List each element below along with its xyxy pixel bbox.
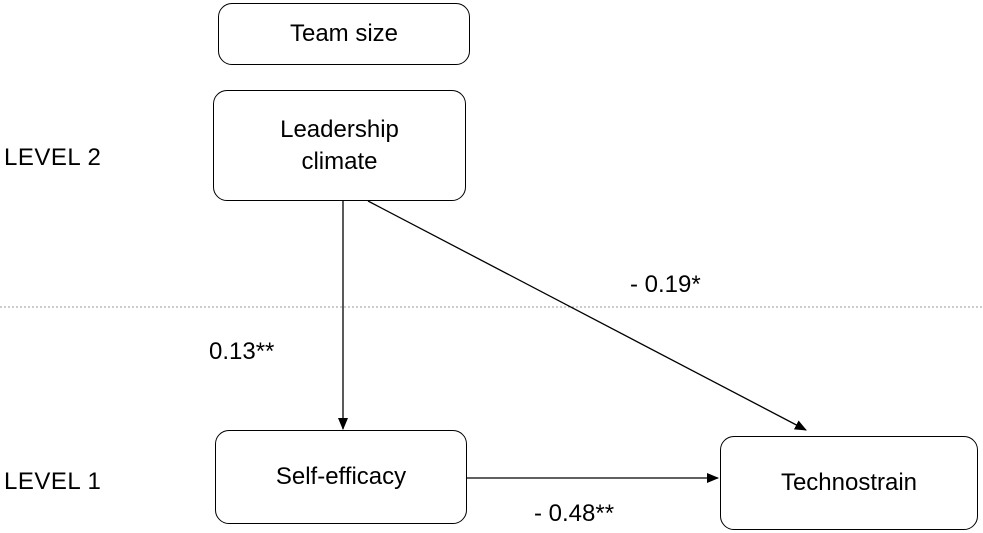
node-self-efficacy: Self-efficacy [215, 430, 467, 524]
coefficient-leadership-self-efficacy: 0.13** [209, 338, 275, 365]
coefficient-self-efficacy-technostrain: - 0.48** [534, 500, 615, 527]
level-2-label: LEVEL 2 [4, 144, 102, 171]
node-technostrain: Technostrain [720, 436, 978, 530]
node-team-size: Team size [218, 3, 470, 65]
coefficient-leadership-technostrain: - 0.19* [630, 271, 701, 298]
arrow-leadership-to-technostrain [367, 200, 807, 431]
node-leadership-climate: Leadership climate [213, 90, 466, 201]
level-1-label: LEVEL 1 [4, 468, 102, 495]
